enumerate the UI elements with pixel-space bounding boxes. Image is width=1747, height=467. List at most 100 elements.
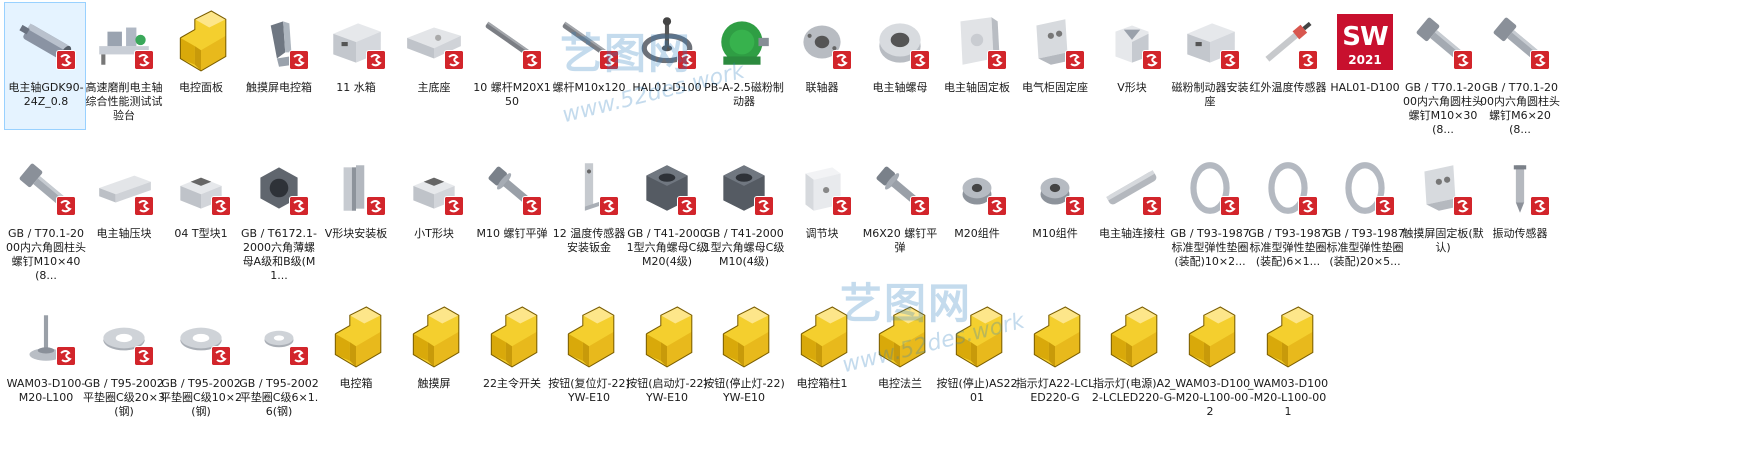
file-item[interactable]: 指示灯(电源)A22-LCLED220-G <box>1090 298 1172 426</box>
file-item-label: GB / T95-2002平垫圈C级10×2(钢) <box>160 377 242 418</box>
solidworks-badge-icon <box>445 51 463 69</box>
file-item[interactable]: 调节块 <box>780 148 862 276</box>
file-item[interactable]: 按钮(停止灯-22)YW-E10 <box>702 298 785 426</box>
file-item[interactable]: GB / T70.1-2000内六角圆柱头螺钉M6×20(8... <box>1478 2 1560 136</box>
yellow-asm-icon <box>789 305 855 371</box>
file-item-label: GB / T6172.1-2000六角薄螺母A级和B级(M1... <box>241 227 317 282</box>
file-item[interactable]: GB / T93-1987标准型弹性垫圈(装配)10×2... <box>1168 148 1250 276</box>
ring-icon <box>1332 155 1398 221</box>
file-item[interactable]: 磁粉制动器安装座 <box>1168 2 1250 130</box>
solidworks-badge-icon <box>57 51 75 69</box>
file-item-label: V形块安装板 <box>324 227 388 240</box>
solidworks-badge-icon <box>523 197 541 215</box>
file-item[interactable]: GB / T41-20001型六角螺母C级M20(4级) <box>625 148 707 276</box>
solidworks-badge-icon <box>212 347 230 365</box>
yellow-asm-icon <box>1255 305 1321 371</box>
file-item[interactable]: 指示灯A22-LCLED220-G <box>1013 298 1095 426</box>
file-item[interactable]: 联轴器 <box>780 2 862 130</box>
file-item[interactable]: 22主令开关 <box>470 298 552 426</box>
file-item[interactable]: 04 T型块1 <box>159 148 241 276</box>
clamp-icon <box>91 155 157 221</box>
file-item[interactable]: 电主轴GDK90-24Z_0.8 <box>4 2 86 130</box>
file-item[interactable]: M6X20 螺钉平弹 <box>858 148 940 276</box>
file-item[interactable]: 红外温度传感器 <box>1246 2 1328 130</box>
file-item[interactable]: GB / T70.1-2000内六角圆柱头螺钉M10×40(8... <box>4 148 86 282</box>
file-item-label: 按钮(启动灯-22)YW-E10 <box>626 377 708 404</box>
file-item[interactable]: 电主轴压块 <box>82 148 164 276</box>
file-item[interactable]: 电主轴固定板 <box>935 2 1017 130</box>
file-item-label: 电主轴螺母 <box>872 81 928 94</box>
box-icon <box>1177 9 1243 75</box>
solidworks-badge-icon <box>135 347 153 365</box>
file-item[interactable]: GB / T95-2002平垫圈C级6×1.6(钢) <box>237 298 319 426</box>
washer-icon <box>91 305 157 371</box>
green-brake-icon <box>711 9 777 75</box>
yellow-asm-icon <box>479 305 545 371</box>
file-item[interactable]: 高速磨削电主轴综合性能测试试验台 <box>82 2 164 130</box>
file-item-label: V形块 <box>1117 81 1147 94</box>
file-item[interactable]: 10 螺杆M20X150 <box>470 2 552 130</box>
file-item[interactable]: 按钮(启动灯-22)YW-E10 <box>625 298 708 426</box>
file-item[interactable]: GB / T70.1-2000内六角圆柱头螺钉M10×30(8... <box>1401 2 1483 136</box>
file-item-label: 小T形块 <box>414 227 454 240</box>
handwheel-icon <box>634 9 700 75</box>
file-item[interactable]: M20组件 <box>935 148 1017 276</box>
file-item[interactable]: GB / T95-2002平垫圈C级10×2(钢) <box>159 298 242 426</box>
file-item[interactable]: 11 水箱 <box>314 2 396 130</box>
file-item-label: 触摸屏 <box>417 377 451 390</box>
solidworks-badge-icon <box>911 51 929 69</box>
file-item-label: 联轴器 <box>805 81 839 94</box>
file-item-label: 10 螺杆M20X150 <box>473 81 551 108</box>
file-item-label: WAM03-D100-M20-L100 <box>6 377 86 404</box>
file-item[interactable]: 电气柜固定座 <box>1013 2 1095 130</box>
file-item[interactable]: V形块 <box>1090 2 1172 130</box>
file-item-label: _WAM03-D100-M20-L100-001 <box>1247 377 1329 418</box>
file-item[interactable]: WAM03-D100-M20-L100 <box>4 298 86 426</box>
file-item-label: GB / T41-20001型六角螺母C级M20(4级) <box>626 227 708 268</box>
file-item[interactable]: GB / T93-1987标准型弹性垫圈(装配)6×1... <box>1246 148 1328 276</box>
file-item[interactable]: 按钮(停止)AS2201 <box>935 298 1018 426</box>
file-item[interactable]: 电控面板 <box>159 2 241 130</box>
solidworks-badge-icon <box>988 51 1006 69</box>
file-item[interactable]: 螺杆M10x120 <box>547 2 629 130</box>
file-item[interactable]: 小T形块 <box>392 148 474 276</box>
file-item[interactable]: GB / T95-2002平垫圈C级20×3(钢) <box>82 298 165 426</box>
file-item-label: 电主轴连接柱 <box>1099 227 1165 240</box>
file-item[interactable]: 触摸屏电控箱 <box>237 2 319 130</box>
file-item-label: 调节块 <box>805 227 839 240</box>
file-item[interactable]: 电主轴连接柱 <box>1090 148 1172 276</box>
file-item[interactable]: 振动传感器 <box>1478 148 1560 276</box>
file-item[interactable]: 电控箱柱1 <box>780 298 862 426</box>
file-item[interactable]: M10组件 <box>1013 148 1095 276</box>
solidworks-badge-icon <box>290 51 308 69</box>
solidworks-badge-icon <box>1376 197 1394 215</box>
file-item[interactable]: 按钮(复位灯-22)YW-E10 <box>547 298 630 426</box>
file-item[interactable]: 12 温度传感器安装钣金 <box>547 148 629 276</box>
file-item[interactable]: _WAM03-D100-M20-L100-001 <box>1246 298 1328 426</box>
file-item[interactable]: 电控法兰 <box>858 298 940 426</box>
file-item[interactable]: 电控箱 <box>314 298 396 426</box>
solidworks-badge-icon <box>57 197 75 215</box>
file-item[interactable]: GB / T41-20001型六角螺母C级M10(4级) <box>702 148 784 276</box>
file-item[interactable]: V形块安装板 <box>314 148 396 276</box>
file-item-label: PB-A-2.5磁粉制动器 <box>704 81 784 108</box>
file-item[interactable]: _WAM03-D100-M20-L100-002 <box>1168 298 1250 426</box>
file-item[interactable]: 触摸屏 <box>392 298 474 426</box>
solidworks-badge-icon <box>988 197 1006 215</box>
file-item[interactable]: 触摸屏固定板(默认) <box>1401 148 1484 276</box>
file-item-label: 磁粉制动器安装座 <box>1171 81 1249 108</box>
file-item[interactable]: GB / T93-1987标准型弹性垫圈(装配)20×5... <box>1323 148 1405 276</box>
file-item[interactable]: M10 螺钉平弹 <box>470 148 552 276</box>
file-item[interactable]: 电主轴螺母 <box>858 2 940 130</box>
file-item[interactable]: GB / T6172.1-2000六角薄螺母A级和B级(M1... <box>237 148 319 282</box>
solidworks-badge-icon <box>1066 51 1084 69</box>
file-item[interactable]: HAL01-D100 <box>625 2 707 130</box>
pin-icon <box>1487 155 1553 221</box>
file-item[interactable]: PB-A-2.5磁粉制动器 <box>702 2 784 130</box>
file-item[interactable]: 主底座 <box>392 2 474 130</box>
file-item-label: M6X20 螺钉平弹 <box>862 227 938 254</box>
solidworks-badge-icon <box>1299 197 1317 215</box>
file-item-label: 电控箱柱1 <box>796 377 848 390</box>
solidworks-badge-icon <box>1066 197 1084 215</box>
